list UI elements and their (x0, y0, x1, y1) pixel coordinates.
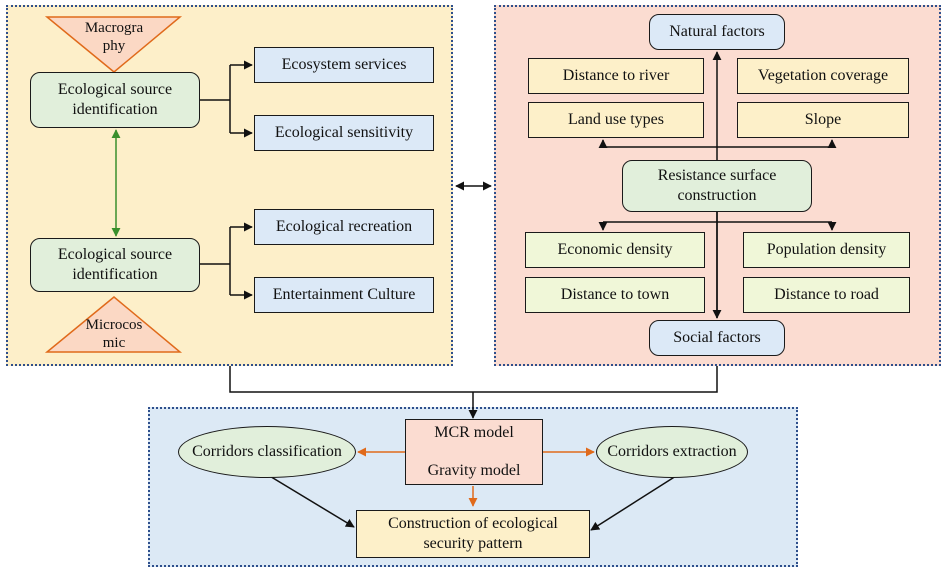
natural-branch (598, 139, 837, 149)
ecological-source-identification-top: Ecological source identification (30, 72, 200, 128)
ecological-source-identification-bottom: Ecological source identification (30, 238, 200, 292)
macrography-label: Macrogra phy (84, 20, 144, 54)
distance-to-town-box: Distance to town (525, 277, 705, 313)
land-use-types-box: Land use types (528, 102, 704, 138)
distance-to-river-box: Distance to river (528, 58, 704, 94)
corridors-classification-ellipse: Corridors classification (178, 426, 356, 478)
resistance-surface-construction-box: Resistance surface construction (622, 160, 812, 212)
slope-box: Slope (737, 102, 909, 138)
ecological-sensitivity-box: Ecological sensitivity (254, 115, 434, 151)
natural-factors-box: Natural factors (649, 14, 785, 50)
ecosystem-services-box: Ecosystem services (254, 47, 434, 83)
microcosmic-triangle (44, 296, 183, 353)
vegetation-coverage-box: Vegetation coverage (737, 58, 909, 94)
entertainment-culture-box: Entertainment Culture (254, 277, 434, 313)
gravity-model-label: Gravity model (427, 462, 521, 479)
source-top-branch (200, 60, 253, 138)
microcosmic-label: Microcos mic (85, 317, 143, 351)
source-bottom-branch (200, 222, 253, 300)
economic-density-box: Economic density (525, 232, 705, 268)
population-density-box: Population density (743, 232, 910, 268)
merge-to-model (229, 366, 718, 419)
corridors-extraction-ellipse: Corridors extraction (596, 426, 748, 478)
social-factors-box: Social factors (649, 320, 785, 356)
construction-ecological-security-box: Construction of ecological security patt… (356, 510, 590, 558)
social-branch (598, 221, 837, 231)
classification-to-construction (267, 474, 355, 528)
mcr-model-label: MCR model (434, 424, 514, 441)
macrography-triangle (44, 16, 183, 73)
ecological-recreation-box: Ecological recreation (254, 209, 434, 245)
distance-to-road-box: Distance to road (743, 277, 910, 313)
mcr-gravity-model-box: MCR model Gravity model (405, 419, 543, 485)
extraction-to-construction (590, 475, 677, 531)
